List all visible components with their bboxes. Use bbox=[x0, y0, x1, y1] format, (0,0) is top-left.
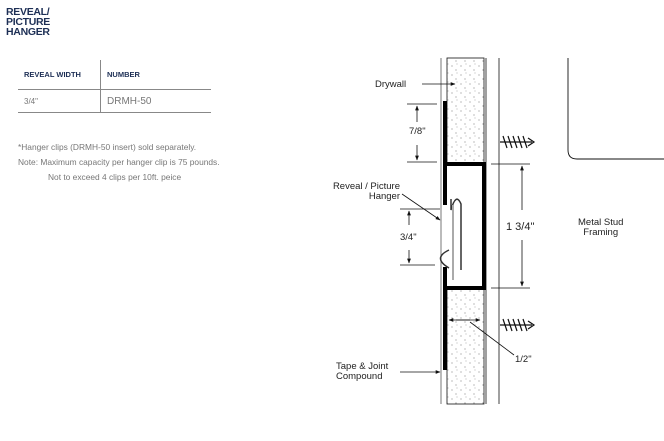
dim-one-three-quarters: 1 3/4" bbox=[506, 221, 535, 233]
header-reveal-width: REVEAL WIDTH bbox=[18, 60, 101, 90]
dim-one-half: 1/2" bbox=[515, 354, 532, 365]
cell-width: 3/4" bbox=[18, 89, 101, 113]
table-header: REVEAL WIDTH NUMBER bbox=[18, 60, 211, 90]
title-line: HANGER bbox=[6, 26, 50, 38]
label-line: Compound bbox=[336, 371, 383, 382]
cell-number: DRMH-50 bbox=[100, 89, 211, 113]
dim-seven-eighths: 7/8" bbox=[409, 126, 426, 137]
spec-table: REVEAL WIDTH NUMBER 3/4" DRMH-50 bbox=[18, 60, 211, 113]
screw-icon bbox=[500, 135, 536, 332]
dim-three-quarters: 3/4" bbox=[400, 232, 417, 243]
label-line: Hanger bbox=[368, 191, 400, 202]
label-drywall: Drywall bbox=[375, 79, 407, 90]
label-line: Reveal / Picture bbox=[332, 181, 400, 192]
title-line: PICTURE bbox=[6, 16, 50, 28]
reveal-channel bbox=[439, 101, 486, 370]
header-number: NUMBER bbox=[100, 60, 211, 90]
label-line: Metal Stud bbox=[578, 217, 624, 228]
label-line: Framing bbox=[583, 227, 619, 238]
metal-stud bbox=[567, 58, 664, 160]
note: Note: Maximum capacity per hanger clip i… bbox=[18, 157, 220, 167]
note: Not to exceed 4 clips per 10ft. peice bbox=[48, 172, 182, 182]
dimension-lines bbox=[400, 82, 530, 374]
label-line: Tape & Joint bbox=[336, 361, 389, 372]
table-row: 3/4" DRMH-50 bbox=[18, 89, 211, 113]
note: *Hanger clips (DRMH-50 insert) sold sepa… bbox=[18, 142, 197, 152]
title-line: REVEAL/ bbox=[6, 6, 50, 18]
notes: *Hanger clips (DRMH-50 insert) sold sepa… bbox=[18, 140, 220, 185]
section-title: REVEAL/ PICTURE HANGER bbox=[6, 6, 50, 38]
